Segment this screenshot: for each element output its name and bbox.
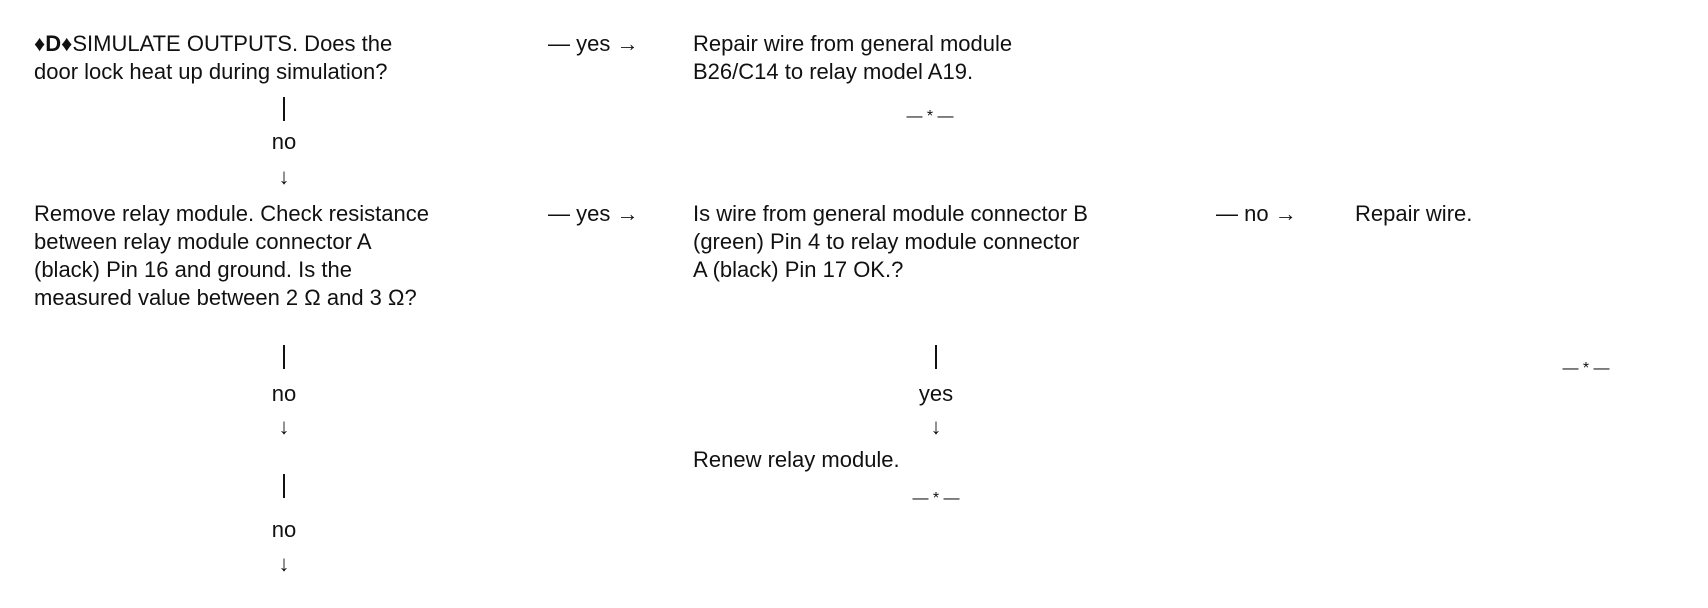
down-arrow-3: ↓ xyxy=(278,551,290,576)
no-arrow-1: — no → xyxy=(1216,201,1297,226)
connector-line-2 xyxy=(283,345,285,369)
wire-question-line3: A (black) Pin 17 OK.? xyxy=(693,257,904,282)
repair-general-text: Repair wire from general module B26/C14 … xyxy=(693,30,1012,86)
wire-question-text: Is wire from general module connector B … xyxy=(693,200,1088,284)
yes-arrow-1: — yes → xyxy=(548,31,639,56)
no-label-3: no xyxy=(271,517,297,542)
down-arrow-yes: ↓ xyxy=(930,414,942,439)
remove-relay-line2: between relay module connector A xyxy=(34,229,372,254)
end-mark-3: — * — xyxy=(912,490,960,507)
step-d-line2: door lock heat up during simulation? xyxy=(34,59,388,84)
repair-general-line2: B26/C14 to relay model A19. xyxy=(693,59,974,84)
end-mark-1: — * — xyxy=(906,108,954,125)
step-d-line1: SIMULATE OUTPUTS. Does the xyxy=(72,31,393,56)
wire-question-line1: Is wire from general module connector B xyxy=(693,201,1088,226)
connector-line-3 xyxy=(283,474,285,498)
remove-relay-line4: measured value between 2 Ω and 3 Ω? xyxy=(34,285,417,310)
end-mark-2: — * — xyxy=(1562,360,1610,377)
down-arrow-1: ↓ xyxy=(278,164,290,189)
yes-label: yes xyxy=(918,381,954,406)
repair-general-line1: Repair wire from general module xyxy=(693,31,1013,56)
step-d-text: ♦D♦SIMULATE OUTPUTS. Does the door lock … xyxy=(34,30,392,86)
step-d-marker: ♦D♦ xyxy=(34,31,73,56)
remove-relay-line1: Remove relay module. Check resistance xyxy=(34,201,429,226)
no-label-2: no xyxy=(271,381,297,406)
repair-wire-text: Repair wire. xyxy=(1355,201,1473,226)
wire-question-line2: (green) Pin 4 to relay module connector xyxy=(693,229,1080,254)
connector-line-1 xyxy=(283,97,285,121)
remove-relay-line3: (black) Pin 16 and ground. Is the xyxy=(34,257,352,282)
connector-line-yes xyxy=(935,345,937,369)
renew-relay-text: Renew relay module. xyxy=(693,447,900,472)
remove-relay-text: Remove relay module. Check resistance be… xyxy=(34,200,429,312)
down-arrow-2: ↓ xyxy=(278,414,290,439)
yes-arrow-2: — yes → xyxy=(548,201,639,226)
no-label-1: no xyxy=(271,129,297,154)
